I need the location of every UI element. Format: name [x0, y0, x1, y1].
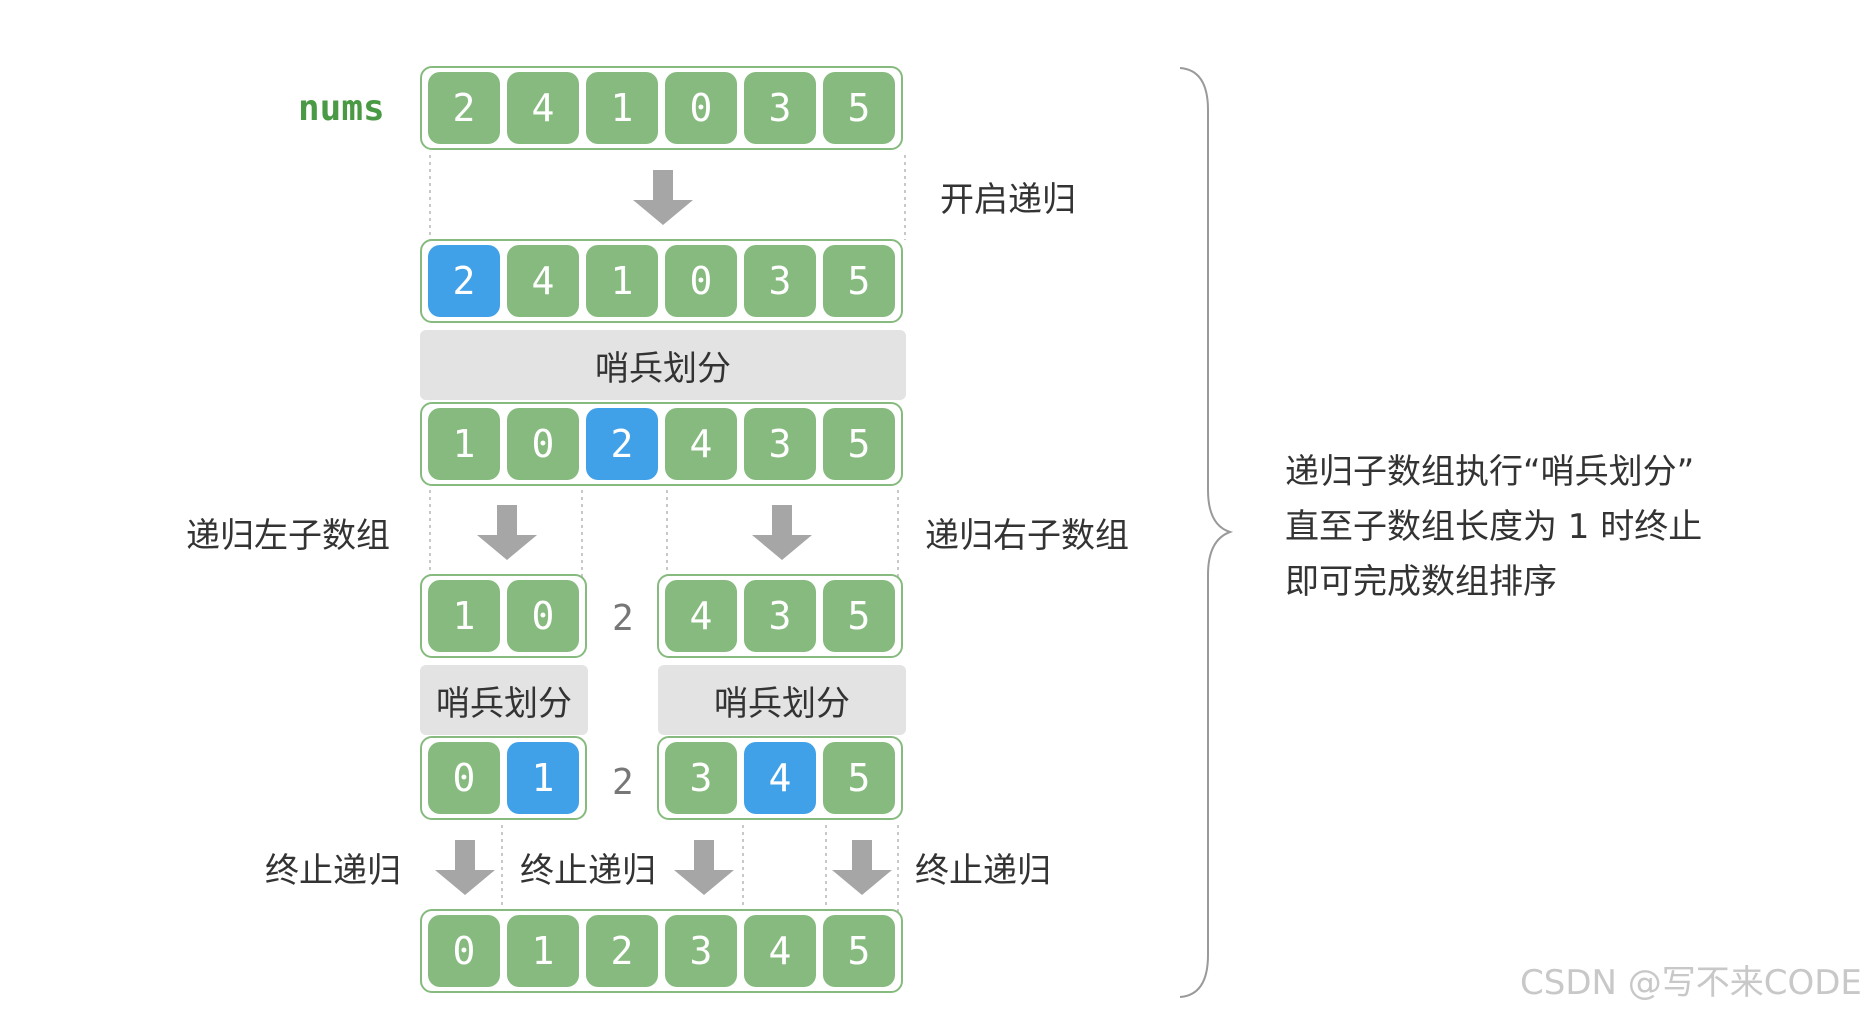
recurse-left-label: 递归左子数组: [186, 516, 390, 556]
array-cell: 1: [428, 408, 500, 480]
brace-icon: [1179, 67, 1234, 998]
array-cell: 1: [507, 915, 579, 987]
array-frame: [420, 239, 903, 323]
sub-pivot-value: 2: [612, 598, 634, 639]
array-frame: [420, 66, 903, 150]
array-cell: 4: [507, 72, 579, 144]
array-cell: 3: [744, 245, 816, 317]
array-cell: 1: [586, 245, 658, 317]
partition-bar-right: 哨兵划分: [658, 665, 906, 735]
array-cell: 0: [428, 915, 500, 987]
note-line: 即可完成数组排序: [1285, 562, 1557, 602]
array-cell: 2: [428, 72, 500, 144]
array-cell: 0: [428, 742, 500, 814]
array-cell: 3: [665, 915, 737, 987]
array-cell: 0: [665, 72, 737, 144]
pivot-cell: 4: [744, 742, 816, 814]
terminate-label-mid: 终止递归: [520, 851, 656, 891]
partition-bar-left: 哨兵划分: [420, 665, 588, 735]
array-cell: 3: [744, 580, 816, 652]
array-cell: 1: [428, 580, 500, 652]
array-cell: 3: [744, 72, 816, 144]
array-cell: 3: [665, 742, 737, 814]
array-cell: 5: [823, 245, 895, 317]
terminate-label-right: 终止递归: [915, 851, 1051, 891]
watermark: CSDN @写不来CODE: [1520, 963, 1862, 1003]
arrow-down-icon: [674, 840, 734, 895]
array-cell: 0: [507, 408, 579, 480]
array-cell: 4: [665, 408, 737, 480]
partition-bar-full: 哨兵划分: [420, 330, 906, 400]
arrow-down-icon: [435, 840, 495, 895]
array-cell: 5: [823, 742, 895, 814]
explanation-note: 递归子数组执行“哨兵划分” 直至子数组长度为 1 时终止 即可完成数组排序: [1285, 445, 1702, 610]
nums-label: nums: [298, 88, 385, 129]
array-cell: 4: [507, 245, 579, 317]
array-frame: [420, 402, 903, 486]
note-line: 递归子数组执行“哨兵划分”: [1285, 452, 1695, 492]
pivot-cell: 1: [507, 742, 579, 814]
arrow-down-icon: [477, 505, 537, 560]
array-cell: 5: [823, 408, 895, 480]
array-cell: 0: [507, 580, 579, 652]
array-cell: 5: [823, 915, 895, 987]
pivot-cell: 2: [428, 245, 500, 317]
array-cell: 4: [744, 915, 816, 987]
array-cell: 1: [586, 72, 658, 144]
array-cell: 2: [586, 915, 658, 987]
terminate-label-left: 终止递归: [265, 851, 401, 891]
array-cell: 0: [665, 245, 737, 317]
start-recursion-label: 开启递归: [940, 180, 1076, 220]
array-cell: 5: [823, 580, 895, 652]
arrow-down-icon: [752, 505, 812, 560]
note-line: 直至子数组长度为 1 时终止: [1285, 507, 1703, 547]
arrow-down-icon: [633, 170, 693, 225]
array-cell: 5: [823, 72, 895, 144]
pivot-cell: 2: [586, 408, 658, 480]
recurse-right-label: 递归右子数组: [925, 516, 1129, 556]
array-cell: 3: [744, 408, 816, 480]
arrow-down-icon: [832, 840, 892, 895]
array-cell: 4: [665, 580, 737, 652]
array-frame: [420, 909, 903, 993]
sub-pivot-value: 2: [612, 762, 634, 803]
